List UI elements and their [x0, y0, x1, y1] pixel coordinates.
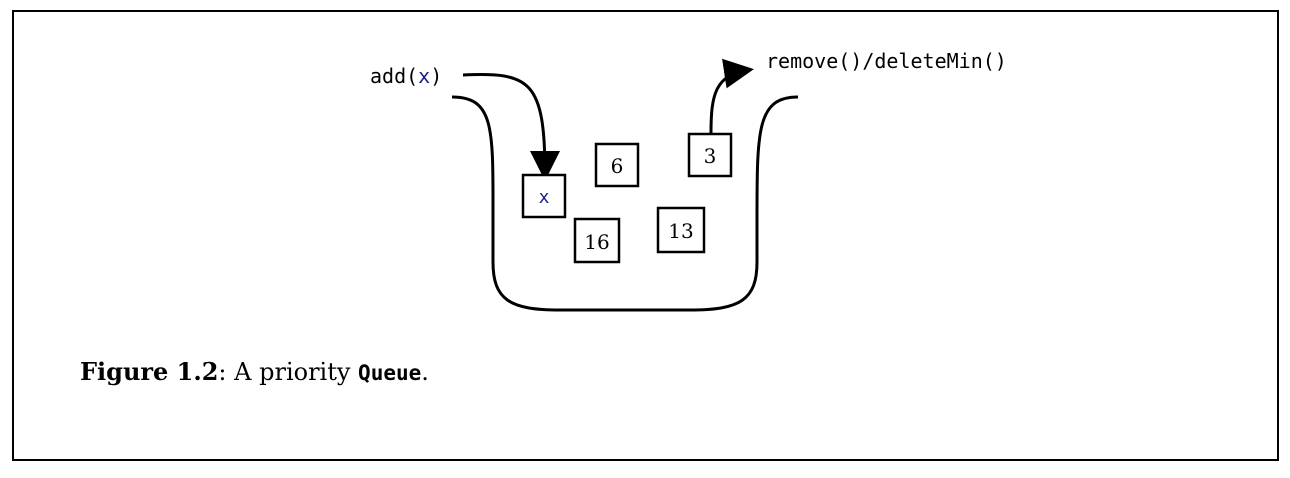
new-item-label: x	[539, 187, 550, 208]
figure-frame	[12, 10, 1279, 461]
caption-text: A priority	[234, 358, 359, 386]
item-box: 6	[594, 142, 640, 188]
item-box: 3	[687, 132, 733, 178]
item-label: 16	[584, 230, 609, 254]
item-box: 16	[573, 217, 621, 264]
add-arrow	[462, 73, 560, 181]
remove-label: remove()/deleteMin()	[766, 49, 1007, 73]
figure-caption: Figure 1.2: A priority Queue.	[80, 357, 429, 386]
item-label: 13	[668, 219, 693, 243]
new-item-box: x	[521, 173, 567, 219]
caption-end: .	[421, 358, 429, 386]
queue-container	[451, 95, 799, 312]
item-box: 13	[656, 206, 706, 254]
figure-label: Figure 1.2	[80, 357, 219, 386]
caption-code: Queue	[358, 361, 422, 385]
item-label: 3	[704, 144, 717, 168]
caption-separator: :	[218, 358, 235, 386]
item-label: 6	[611, 154, 624, 178]
remove-arrow	[709, 58, 754, 134]
add-argument: x	[418, 64, 430, 88]
add-label: add(x)	[370, 64, 442, 88]
